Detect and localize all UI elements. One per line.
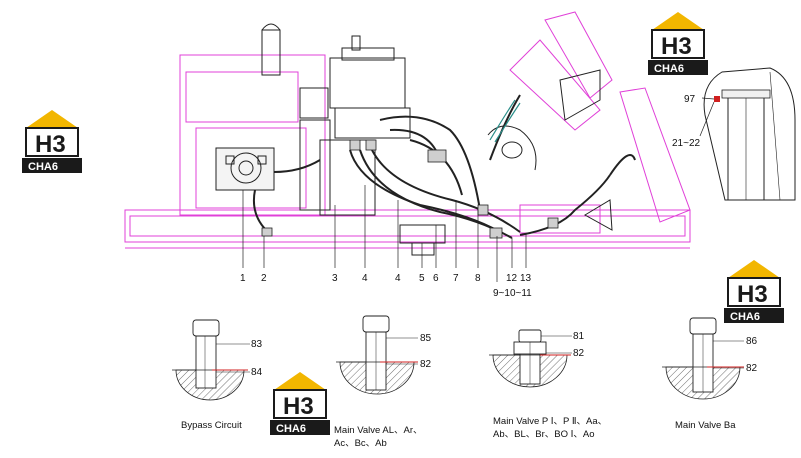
callout-1: 1 — [240, 273, 246, 284]
callout-6: 6 — [433, 273, 439, 284]
callout-82c: 82 — [746, 363, 758, 374]
valve-detail-main-al: 85 82 — [336, 315, 432, 395]
callout-labels: 1 2 3 4 4 5 6 7 8 12 13 9~10~11 97 21~22 — [240, 94, 701, 299]
engine-block — [261, 23, 613, 256]
valve-detail-main-ba: 86 82 — [662, 317, 758, 400]
logo-letters: H3 — [35, 131, 66, 158]
callout-8: 8 — [475, 273, 481, 284]
logo-top-right: H3 CHA6 — [648, 12, 708, 75]
logo-subtitle: CHA6 — [654, 63, 684, 75]
logo-letters: H3 — [283, 393, 314, 420]
caption-main-p-line1: Main Valve P Ⅰ、P Ⅱ、Aa、 — [493, 416, 607, 427]
leader-lines — [242, 97, 715, 282]
logo-left: H3 CHA6 — [22, 110, 82, 173]
valve-detail-main-p: 81 82 — [489, 329, 585, 388]
caption-main-al-line2: Ac、Bc、Ab — [334, 438, 387, 449]
valve-block-left — [215, 147, 275, 191]
detail-view-top-right — [703, 67, 796, 201]
callout-82a: 82 — [420, 359, 432, 370]
logo-letters: H3 — [737, 281, 768, 308]
logo-right: H3 CHA6 — [724, 260, 784, 323]
callout-12: 12 — [506, 273, 518, 284]
callout-85: 85 — [420, 333, 432, 344]
callout-81: 81 — [573, 331, 585, 342]
callout-84: 84 — [251, 367, 263, 378]
machine-assembly — [124, 11, 691, 256]
callout-21-22: 21~22 — [672, 138, 701, 149]
callout-5: 5 — [419, 273, 425, 284]
callout-82b: 82 — [573, 348, 585, 359]
callout-83: 83 — [251, 339, 263, 350]
callout-3: 3 — [332, 273, 338, 284]
callout-97: 97 — [684, 94, 696, 105]
valve-detail-bypass: 83 84 — [172, 319, 263, 401]
teal-hoses — [489, 99, 521, 143]
captions: Bypass Circuit Main Valve AL、Ar、 Ac、Bc、A… — [181, 416, 736, 449]
caption-bypass: Bypass Circuit — [181, 420, 242, 431]
callout-7: 7 — [453, 273, 459, 284]
caption-main-al-line1: Main Valve AL、Ar、 — [334, 425, 423, 436]
caption-main-ba: Main Valve Ba — [675, 420, 736, 431]
callout-13: 13 — [520, 273, 532, 284]
callout-4b: 4 — [395, 273, 401, 284]
logo-letters: H3 — [661, 33, 692, 60]
logo-bottom-center: H3 CHA6 — [270, 372, 330, 435]
callout-86: 86 — [746, 336, 758, 347]
logo-subtitle: CHA6 — [276, 423, 306, 435]
hydraulic-hoses — [252, 94, 636, 239]
caption-main-p-line2: Ab、BL、Br、BO Ⅰ、Ao — [493, 429, 595, 440]
chassis-frame — [124, 11, 691, 249]
callout-2: 2 — [261, 273, 267, 284]
hose-fittings — [261, 139, 559, 239]
logo-subtitle: CHA6 — [730, 311, 760, 323]
callout-9-10-11: 9~10~11 — [493, 288, 532, 299]
callout-4a: 4 — [362, 273, 368, 284]
logo-subtitle: CHA6 — [28, 161, 58, 173]
